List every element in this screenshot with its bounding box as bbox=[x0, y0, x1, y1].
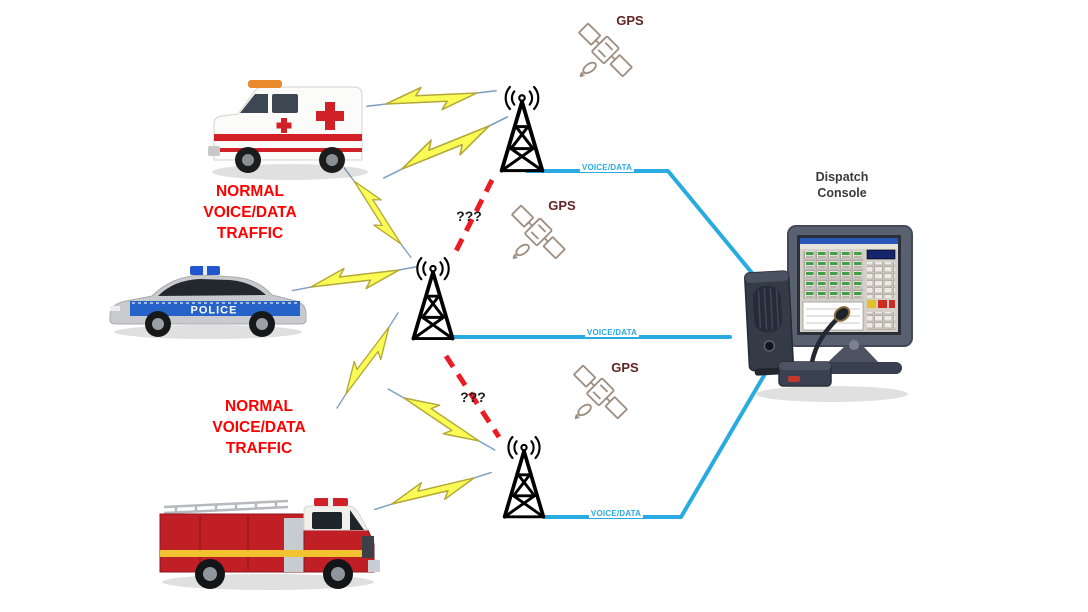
gps-satellite-top-icon bbox=[574, 19, 636, 81]
dashed-link-top bbox=[450, 178, 495, 259]
police-car-label: POLICE bbox=[191, 305, 238, 317]
traffic-line: VOICE/DATA bbox=[212, 419, 306, 436]
police-car: POLICE bbox=[109, 266, 307, 339]
gps-label-bottom: GPS bbox=[611, 360, 639, 375]
unknown-link-label-bottom: ??? bbox=[460, 389, 486, 405]
dashed-link-bottom bbox=[443, 354, 502, 439]
traffic-line: TRAFFIC bbox=[225, 440, 293, 457]
voice-data-label-middle: VOICE/DATA bbox=[584, 328, 640, 337]
dispatch-speaker bbox=[744, 270, 795, 376]
dispatch-microphone bbox=[778, 306, 851, 387]
radio-bolt-icon bbox=[376, 104, 515, 191]
radio-bolt-icon bbox=[327, 306, 408, 415]
unknown-link-label-top: ??? bbox=[456, 208, 482, 224]
ambulance bbox=[208, 80, 368, 180]
traffic-line: NORMAL bbox=[215, 183, 285, 200]
dispatch-console bbox=[744, 225, 913, 402]
dispatch-console-line: Dispatch bbox=[815, 170, 869, 184]
radio-tower-bottom-icon bbox=[502, 435, 546, 519]
traffic-line: NORMAL bbox=[224, 398, 294, 415]
radio-bolt-icon bbox=[364, 77, 499, 120]
traffic-line: TRAFFIC bbox=[216, 225, 284, 242]
dispatch-monitor bbox=[787, 225, 913, 374]
fire-truck bbox=[159, 498, 380, 590]
radio-bolt-icon bbox=[288, 253, 422, 304]
normal-traffic-label-top: NORMAL VOICE/DATA TRAFFIC bbox=[203, 181, 296, 244]
dispatch-console-line: Console bbox=[817, 186, 867, 200]
radio-bolt-icon bbox=[370, 460, 496, 522]
radio-tower-top-icon bbox=[499, 85, 545, 173]
link-bottom-voice-data bbox=[543, 360, 774, 519]
gps-label-middle: GPS bbox=[548, 198, 576, 213]
link-top-voice-data bbox=[525, 169, 768, 292]
dispatch-console-label: Dispatch Console bbox=[816, 169, 869, 201]
gps-label-top: GPS bbox=[616, 13, 644, 28]
radio-tower-middle-icon bbox=[411, 256, 455, 341]
normal-traffic-label-bottom: NORMAL VOICE/DATA TRAFFIC bbox=[212, 396, 305, 459]
voice-data-label-bottom: VOICE/DATA bbox=[588, 509, 644, 518]
traffic-line: VOICE/DATA bbox=[203, 204, 297, 221]
voice-data-label-top: VOICE/DATA bbox=[579, 163, 635, 172]
